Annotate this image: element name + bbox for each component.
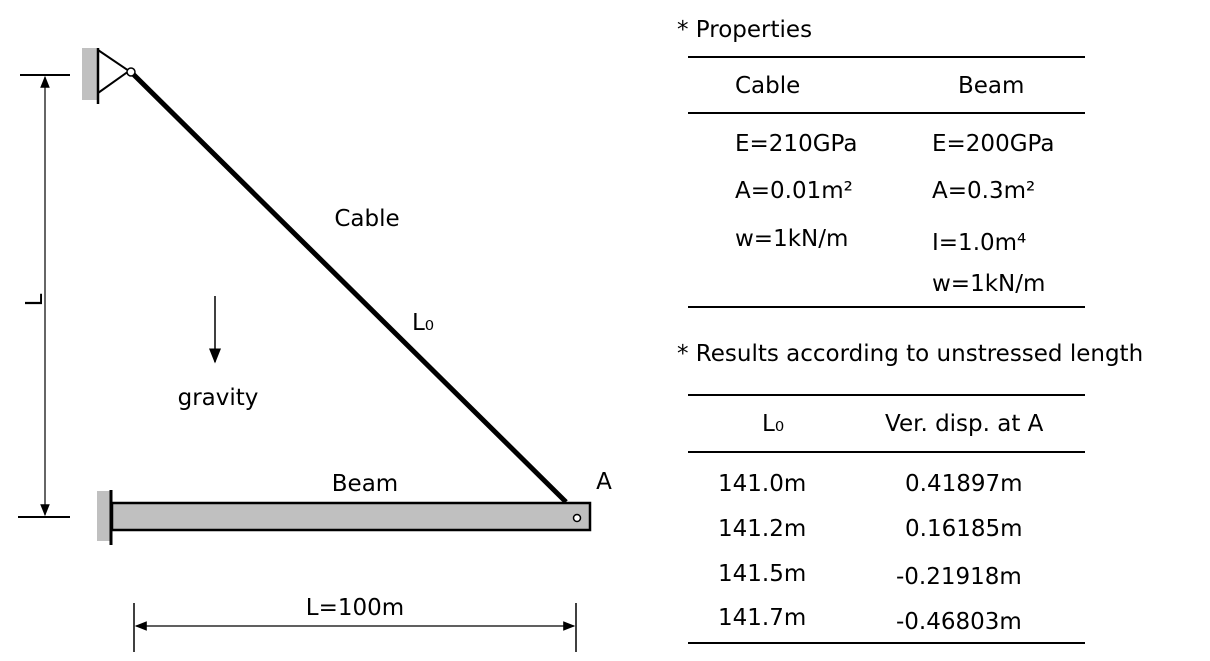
- result-length: 141.0m: [718, 471, 807, 497]
- result-length: 141.2m: [718, 516, 807, 542]
- properties-header-cable: Cable: [735, 73, 801, 99]
- results-title: * Results according to unstressed length: [677, 341, 1144, 367]
- properties-header-beam: Beam: [958, 73, 1025, 99]
- pin-support-triangle: [97, 49, 131, 94]
- point-a-label: A: [596, 469, 612, 495]
- properties-top-rule: [688, 56, 1085, 58]
- gravity-label: gravity: [178, 385, 259, 411]
- top-wall-support: [82, 48, 98, 100]
- results-header-length: L₀: [762, 411, 785, 437]
- result-length: 141.7m: [718, 605, 807, 631]
- span-label: L=100m: [306, 595, 404, 621]
- point-a-marker: [572, 513, 582, 523]
- cable-property: E=210GPa: [735, 131, 858, 157]
- properties-header-rule: [688, 112, 1085, 114]
- result-displacement: -0.46803m: [896, 609, 1022, 635]
- results-header-displacement: Ver. disp. at A: [885, 411, 1044, 437]
- height-label: L: [22, 293, 48, 306]
- results-bottom-rule: [688, 642, 1085, 644]
- beam-property: I=1.0m⁴: [932, 230, 1027, 256]
- cable-property: A=0.01m²: [735, 178, 853, 204]
- beam: [110, 501, 592, 532]
- result-displacement: 0.41897m: [905, 471, 1023, 497]
- beam-property: A=0.3m²: [932, 178, 1036, 204]
- result-displacement: 0.16185m: [905, 516, 1023, 542]
- cable-property: w=1kN/m: [735, 226, 849, 252]
- result-displacement: -0.21918m: [896, 564, 1022, 590]
- cable: [129, 70, 568, 504]
- cable-length-label: L₀: [412, 310, 434, 336]
- properties-bottom-rule: [688, 306, 1085, 308]
- cable-pin: [126, 67, 136, 77]
- results-header-rule: [688, 451, 1085, 453]
- cable-label: Cable: [334, 206, 399, 232]
- results-top-rule: [688, 394, 1085, 396]
- beam-label: Beam: [332, 471, 398, 497]
- beam-property: E=200GPa: [932, 131, 1055, 157]
- beam-property: w=1kN/m: [932, 271, 1046, 297]
- left-wall-support: [97, 491, 111, 541]
- result-length: 141.5m: [718, 561, 807, 587]
- properties-title: * Properties: [677, 17, 813, 43]
